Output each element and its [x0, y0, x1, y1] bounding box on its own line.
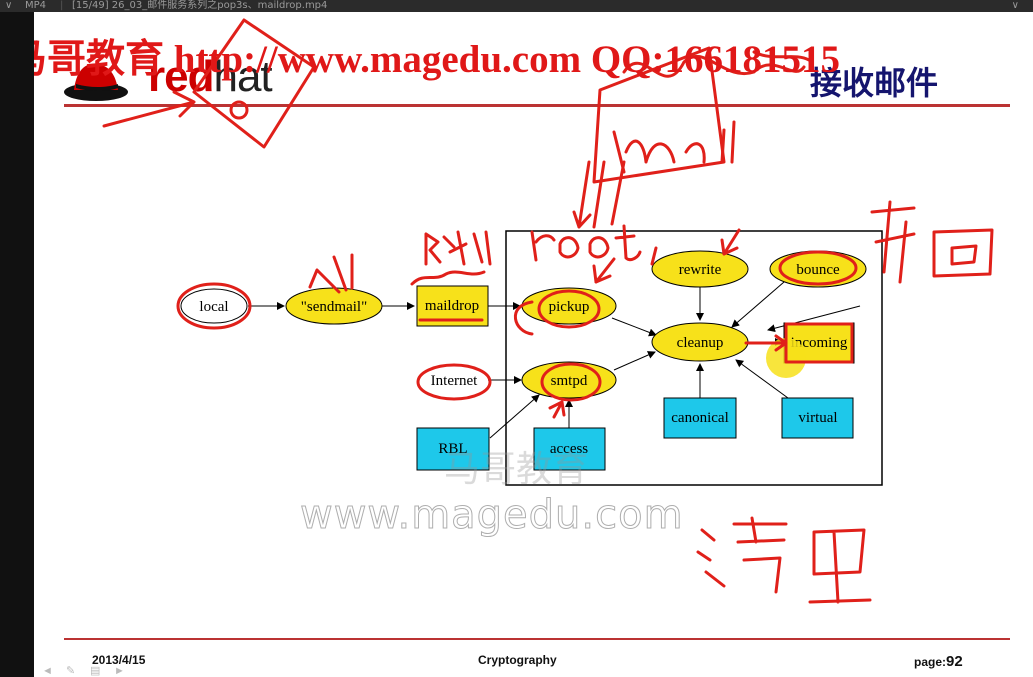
node-cleanup-label: cleanup [677, 335, 724, 351]
mail-flow-diagram: local "sendmail" maildrop pickup rewrite… [180, 230, 883, 486]
footer-date: 2013/4/15 [92, 653, 146, 667]
video-title: [15/49] 26_03_邮件服务系列之pop3s、maildrop.mp4 [72, 0, 328, 11]
node-bounce: bounce [769, 250, 867, 288]
redhat-hat-icon [64, 63, 128, 101]
edge-smtpd-cleanup [613, 351, 656, 371]
node-rewrite: rewrite [651, 250, 749, 288]
node-internet: Internet [431, 373, 478, 389]
nav-menu-icon[interactable]: ▤ [90, 665, 101, 677]
node-virtual: virtual [781, 397, 854, 439]
node-maildrop-label: maildrop [425, 298, 479, 314]
node-local-label: local [199, 299, 228, 315]
watermark-chinese: 马哥教育 [444, 449, 589, 490]
node-pickup-label: pickup [549, 299, 590, 315]
node-smtpd: smtpd [521, 361, 617, 399]
footer-page-label: page: [914, 655, 947, 669]
nav-forward-icon[interactable]: ► [114, 665, 125, 677]
bottom-divider [64, 638, 1010, 640]
node-sendmail-label: "sendmail" [301, 299, 367, 315]
node-smtpd-label: smtpd [551, 373, 588, 389]
chevron-down-icon[interactable]: ∨ [5, 0, 13, 11]
node-sendmail: "sendmail" [285, 287, 383, 325]
video-slide[interactable]: redhat 接收邮件 [34, 12, 1033, 677]
node-rewrite-label: rewrite [679, 262, 722, 278]
window-menu-icon[interactable]: ∨ [1011, 0, 1019, 11]
player-title-bar: ∨ MP4 | [15/49] 26_03_邮件服务系列之pop3s、maild… [0, 0, 1033, 12]
node-canonical-label: canonical [671, 410, 728, 426]
top-divider [64, 104, 1010, 107]
edge-bounce-cleanup [731, 281, 785, 328]
node-virtual-label: virtual [798, 410, 837, 426]
footer-title: Cryptography [478, 653, 557, 667]
node-access-label: access [550, 441, 588, 457]
watermark-banner: 马哥教育 http://www.magedu.com QQ:166181515 [34, 38, 840, 81]
nav-pen-icon[interactable]: ✎ [66, 665, 76, 677]
title-separator: | [60, 0, 64, 11]
slide-nav: ◄ ✎ ▤ ► [42, 666, 162, 677]
footer-page: page:92 [914, 653, 963, 670]
postfix-boundary [505, 230, 883, 486]
node-canonical: canonical [663, 397, 737, 439]
slide-title: 接收邮件 [810, 64, 939, 102]
node-access: access [533, 427, 606, 471]
edge-incoming-out [767, 305, 861, 333]
node-bounce-label: bounce [796, 262, 840, 278]
watermark-url: www.magedu.com [300, 492, 684, 539]
node-rbl: RBL [416, 427, 490, 471]
edge-pickup-cleanup [611, 317, 657, 337]
node-rbl-label: RBL [438, 441, 467, 457]
diagram-edges [248, 281, 861, 439]
edge-rbl-smtpd [489, 394, 540, 439]
node-internet-label: Internet [431, 373, 478, 389]
node-pickup: pickup [521, 287, 617, 325]
node-cleanup: cleanup [651, 322, 749, 362]
cursor-highlight [766, 338, 806, 378]
nav-back-icon[interactable]: ◄ [42, 665, 53, 677]
edge-virtual-cleanup [735, 359, 789, 399]
footer-page-number: 92 [946, 653, 963, 670]
node-maildrop: maildrop [416, 285, 489, 327]
node-local: local [180, 288, 248, 324]
file-format-label: MP4 [25, 0, 47, 11]
player-left-margin [0, 12, 34, 677]
